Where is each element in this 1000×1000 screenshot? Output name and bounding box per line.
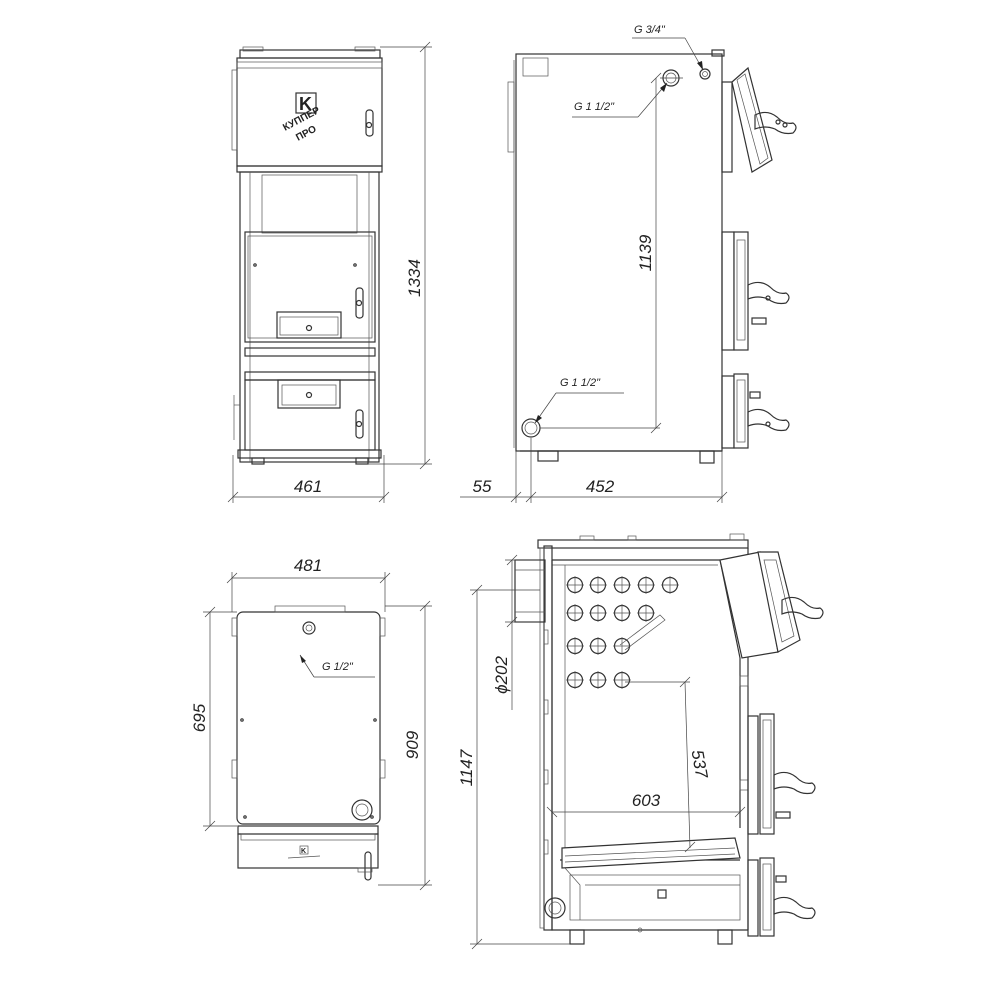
flue-pipe-top [351,799,373,821]
section-door-upper [719,551,824,659]
svg-text:461: 461 [294,477,322,496]
svg-text:1147: 1147 [457,749,476,786]
svg-text:55: 55 [473,477,492,496]
dimension-top-depth-left: 695 [190,606,237,832]
svg-text:K: K [299,94,312,114]
dimension-top-width: 481 [226,556,391,612]
door-handle-middle [355,287,364,319]
dimension-front-height: 1334 [368,41,432,470]
label-g-1-2: G 1/2" [299,654,375,678]
svg-text:G 1/2": G 1/2" [322,661,354,673]
svg-text:G 1 1/2": G 1 1/2" [574,101,615,113]
pipe-g-1-1-2-bottom [521,418,541,438]
svg-text:537: 537 [688,748,712,780]
door-handle-upper [365,109,374,137]
svg-text:1139: 1139 [636,234,655,271]
svg-text:G 3/4": G 3/4" [634,24,666,36]
brand-logo: K КУППЕР ПРО [281,92,322,144]
dimension-section-depth: 603 [546,791,746,818]
section-view [514,533,824,945]
svg-text:603: 603 [632,791,661,810]
svg-text:K: K [301,848,306,855]
side-view [507,49,797,464]
dimension-section-inner-height: 537 [625,676,712,853]
dimension-front-width: 461 [227,455,390,503]
svg-text:695: 695 [190,703,209,732]
section-flue-pipe [544,897,566,919]
label-g-1-1-2-top: G 1 1/2" [572,82,668,118]
label-g-3-4: G 3/4" [632,24,704,71]
svg-text:G 1 1/2": G 1 1/2" [560,377,601,389]
brand-logo-small: K [287,845,321,859]
section-door-middle [747,713,816,835]
section-door-lower [747,857,816,937]
pipe-g-3-4 [699,68,711,80]
label-g-1-1-2-bottom: G 1 1/2" [534,377,624,424]
dimension-top-depth-right: 909 [378,600,432,891]
svg-text:909: 909 [403,730,422,759]
dimension-section-height: 1147 [457,584,570,950]
heat-exchanger-tubes [566,576,679,689]
front-view: K КУППЕР ПРО [231,46,383,465]
svg-text:1334: 1334 [405,259,424,297]
dimension-section-diameter: ϕ202 [492,554,540,710]
svg-text:452: 452 [586,477,615,496]
svg-text:481: 481 [294,556,322,575]
side-door-upper [721,66,797,173]
pipe-g-1-2 [302,621,316,635]
side-door-middle [721,231,790,351]
top-view: K [231,605,386,881]
door-handle-lower [355,409,364,439]
dimension-axis-distance: 1139 [540,72,683,434]
side-door-lower [721,373,790,449]
dimension-side-offset-depth: 55 452 [460,438,728,503]
svg-text:ϕ202: ϕ202 [492,656,511,694]
